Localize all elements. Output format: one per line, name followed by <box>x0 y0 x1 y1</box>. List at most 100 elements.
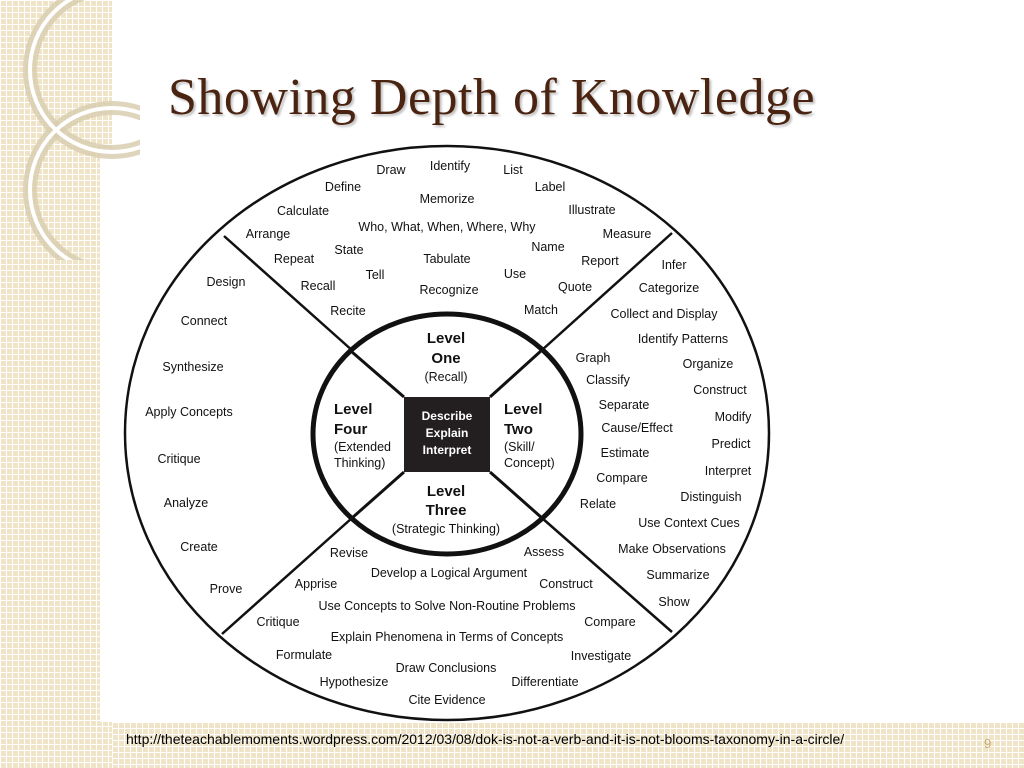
dok-word: Name <box>531 240 564 254</box>
dok-word: Apply Concepts <box>145 405 233 419</box>
dok-word: Separate <box>599 398 650 412</box>
dok-word: Match <box>524 303 558 317</box>
dok-word: Prove <box>210 582 243 596</box>
dok-word: Modify <box>715 410 753 424</box>
dok-word: Cause/Effect <box>601 421 673 435</box>
dok-word: Differentiate <box>511 675 578 689</box>
dok-word: Recall <box>301 279 336 293</box>
dok-word: Synthesize <box>162 360 223 374</box>
dok-word: Classify <box>586 373 631 387</box>
spoke-upper-left <box>223 235 355 353</box>
decorative-rings <box>23 0 140 260</box>
dok-word: Construct <box>539 577 593 591</box>
center-box <box>404 397 490 472</box>
level-two-subtitle-1: (Skill/ <box>504 440 535 454</box>
dok-word: State <box>334 243 363 257</box>
level-two-subtitle-2: Concept) <box>504 456 555 470</box>
dok-word: Make Observations <box>618 542 726 556</box>
level-one-title-2: One <box>431 350 460 367</box>
dok-word: Create <box>180 540 218 554</box>
dok-word: List <box>503 163 523 177</box>
dok-word: Critique <box>157 452 200 466</box>
dok-word: Repeat <box>274 252 315 266</box>
dok-word: Define <box>325 180 361 194</box>
dok-word: Distinguish <box>680 490 741 504</box>
decorative-pattern-bottom <box>112 722 1024 768</box>
level-four-subtitle-2: Thinking) <box>334 456 385 470</box>
dok-word: Critique <box>256 615 299 629</box>
dok-word: Tabulate <box>423 252 470 266</box>
dok-word: Identify <box>430 159 471 173</box>
level-four-title-2: Four <box>334 421 367 438</box>
dok-word: Predict <box>712 437 751 451</box>
center-text-1: Describe <box>422 409 473 423</box>
dok-word: Calculate <box>277 204 329 218</box>
dok-word: Draw Conclusions <box>396 661 497 675</box>
level-three-title-1: Level <box>427 483 465 500</box>
center-text-2: Explain <box>426 426 469 440</box>
dok-word: Show <box>658 595 690 609</box>
dok-word: Design <box>207 275 246 289</box>
spoke-lower-left <box>221 517 353 635</box>
level-two-title-1: Level <box>504 401 542 418</box>
center-text-3: Interpret <box>423 443 472 457</box>
slide-title: Showing Depth of Knowledge <box>168 69 816 126</box>
dok-word: Identify Patterns <box>638 332 728 346</box>
dok-word: Relate <box>580 497 616 511</box>
dok-word: Illustrate <box>568 203 615 217</box>
source-link[interactable]: http://theteachablemoments.wordpress.com… <box>126 731 845 747</box>
level-two-title-2: Two <box>504 421 533 438</box>
dok-word: Assess <box>524 545 564 559</box>
dok-word: Explain Phenomena in Terms of Concepts <box>331 630 564 644</box>
dok-word: Compare <box>596 471 647 485</box>
dok-word: Use Context Cues <box>638 516 739 530</box>
dok-word: Draw <box>376 163 406 177</box>
dok-word: Develop a Logical Argument <box>371 566 528 580</box>
dok-word: Organize <box>683 357 734 371</box>
inner-divider-upper-right <box>488 348 544 399</box>
level-three-subtitle: (Strategic Thinking) <box>392 522 500 536</box>
spoke-upper-right <box>541 232 673 351</box>
dok-word: Estimate <box>601 446 650 460</box>
dok-word: Label <box>535 180 566 194</box>
dok-word: Summarize <box>646 568 709 582</box>
dok-word: Apprise <box>295 577 337 591</box>
inner-divider-upper-left <box>351 350 405 399</box>
dok-word: Graph <box>576 351 611 365</box>
spoke-lower-right <box>541 517 673 633</box>
dok-word: Hypothesize <box>320 675 389 689</box>
dok-word: Interpret <box>705 464 752 478</box>
dok-word: Use <box>504 267 526 281</box>
level-four-title-1: Level <box>334 401 372 418</box>
dok-word: Measure <box>603 227 652 241</box>
level-four-subtitle-1: (Extended <box>334 440 391 454</box>
dok-word: Quote <box>558 280 592 294</box>
dok-word: Tell <box>366 268 385 282</box>
dok-word: Memorize <box>420 192 475 206</box>
dok-word: Connect <box>181 314 228 328</box>
dok-word: Use Concepts to Solve Non-Routine Proble… <box>318 599 575 613</box>
level-one-subtitle: (Recall) <box>424 370 467 384</box>
dok-word: Categorize <box>639 281 699 295</box>
level-one-title-1: Level <box>427 330 465 347</box>
inner-divider-lower-right <box>489 470 543 520</box>
dok-word: Report <box>581 254 619 268</box>
level-three-title-2: Three <box>426 502 467 519</box>
dok-word: Compare <box>584 615 635 629</box>
dok-word: Recognize <box>419 283 478 297</box>
dok-word: Collect and Display <box>611 307 719 321</box>
slide-number: 9 <box>984 736 992 751</box>
dok-word: Analyze <box>164 496 209 510</box>
dok-word: Revise <box>330 546 368 560</box>
inner-divider-lower-left <box>351 470 405 520</box>
dok-word: Cite Evidence <box>408 693 485 707</box>
dok-word: Formulate <box>276 648 332 662</box>
dok-word: Infer <box>661 258 686 272</box>
dok-word: Construct <box>693 383 747 397</box>
dok-word: Investigate <box>571 649 632 663</box>
outer-ring <box>123 144 771 722</box>
dok-word: Recite <box>330 304 365 318</box>
dok-word: Arrange <box>246 227 291 241</box>
dok-word: Who, What, When, Where, Why <box>358 220 536 234</box>
